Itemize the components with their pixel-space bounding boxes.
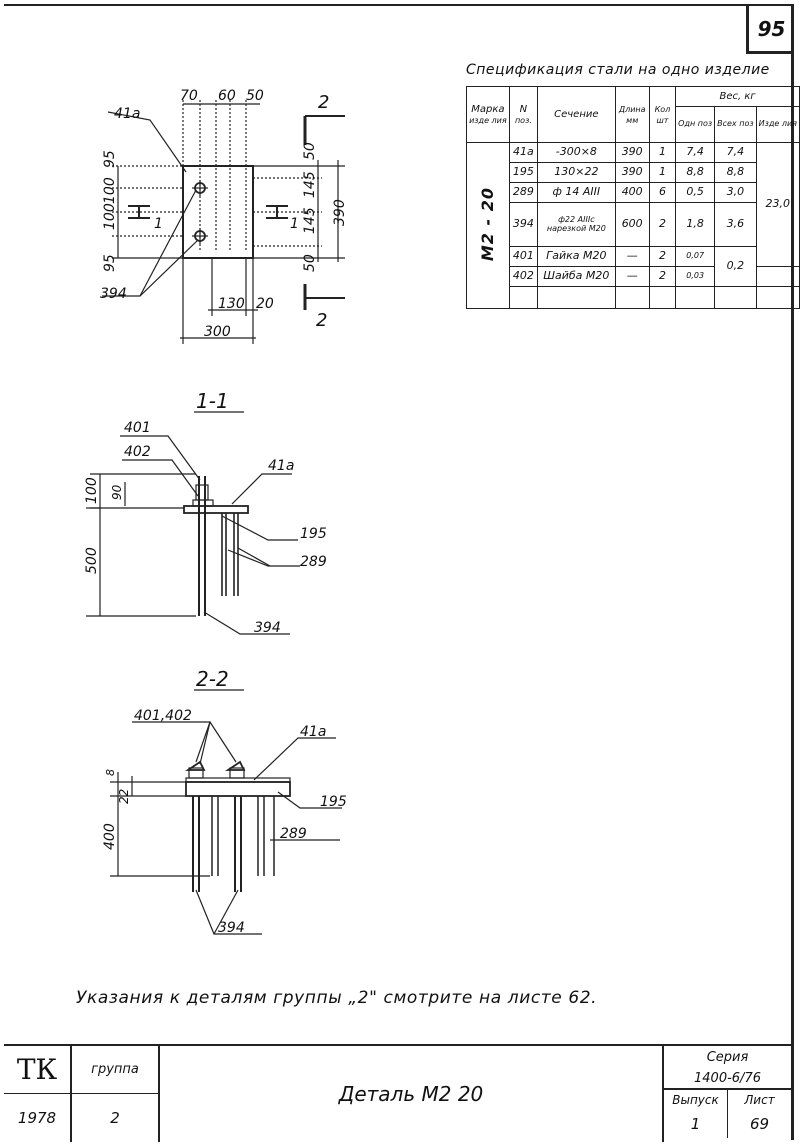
section-1-label-41a: 41а <box>268 458 294 474</box>
row-length: 390 <box>614 142 650 163</box>
row-pos: 41а <box>508 142 539 163</box>
row-qty: 1 <box>648 162 677 183</box>
section-mark-bottom: 2 <box>316 310 327 331</box>
row-weight-all: 3,6 <box>714 202 757 247</box>
nut <box>195 484 209 501</box>
dim-right-total: 390 <box>332 199 348 226</box>
section-2-dim-400: 400 <box>102 823 118 850</box>
logo: ТК <box>4 1046 72 1094</box>
dim-bottom-1: 130 <box>218 296 245 312</box>
dim-left-3: 100 <box>102 203 118 230</box>
spec-title: Спецификация стали на одно изделие <box>466 62 770 78</box>
row-length: 400 <box>614 182 650 203</box>
row-qty: 2 <box>648 202 677 247</box>
plate-195 <box>185 781 291 797</box>
dim-left-2: 100 <box>102 177 118 204</box>
item-weight: 23,0 <box>755 142 800 267</box>
section-2-dim-22: 22 <box>117 789 131 804</box>
section-1-dim-90: 90 <box>110 484 124 500</box>
dim-right-4: 50 <box>302 254 318 272</box>
section-tag-right: 1 <box>290 216 299 232</box>
label-pos-41a: 41а <box>114 106 140 122</box>
section-2-dim-8: 8 <box>104 769 117 776</box>
section-2-label-401-402: 401,402 <box>134 708 192 724</box>
section-2-label-394: 394 <box>218 920 245 936</box>
section-2-title: 2-2 <box>196 667 229 691</box>
section-1-dim-500: 500 <box>84 547 100 574</box>
dim-right-3: 145 <box>302 207 318 234</box>
drawing-title: Деталь М2 20 <box>160 1046 664 1142</box>
row-length: 600 <box>614 202 650 247</box>
section-2-label-41a: 41а <box>300 724 326 740</box>
row-pos: 394 <box>508 202 539 247</box>
dim-top-3: 50 <box>246 88 264 104</box>
section-2-view <box>110 689 342 935</box>
row-section: Шайба М20 <box>537 266 616 287</box>
title-block: ТК группа 1978 2 Деталь М2 20 Серия 1400… <box>4 1044 794 1142</box>
header-weight-one: Одн поз <box>675 106 716 143</box>
row-weight-one: 1,8 <box>675 202 716 247</box>
section-1-label-289: 289 <box>300 554 327 570</box>
row-weight-all: 7,4 <box>714 142 757 163</box>
note-text: Указания к деталям группы „2" смотрите н… <box>76 988 598 1008</box>
sheet-label: Лист <box>744 1093 775 1107</box>
section-mark-top: 2 <box>318 92 329 113</box>
dim-top-1: 70 <box>180 88 198 104</box>
drawings: 41а 394 70 60 50 95 100 100 95 50 145 14… <box>84 88 348 936</box>
row-section: ф22 АIIIс нарезкой М20 <box>537 202 616 247</box>
dim-total-width: 300 <box>204 324 231 340</box>
drawing-frame <box>4 4 794 1140</box>
row-empty <box>648 286 677 309</box>
sheet-number: 95 <box>746 6 794 54</box>
section-2-label-195: 195 <box>320 794 347 810</box>
dim-left-4: 95 <box>102 254 118 272</box>
section-1-dim-100: 100 <box>84 477 100 504</box>
section-tag-left: 1 <box>154 216 163 232</box>
dim-right-1: 50 <box>302 142 318 160</box>
section-1-label-401: 401 <box>124 420 151 436</box>
sheet-value: 69 <box>749 1115 770 1133</box>
section-1-label-402: 402 <box>124 444 151 460</box>
row-weight-all: 8,8 <box>714 162 757 183</box>
row-empty <box>755 286 800 309</box>
row-section: -300×8 <box>537 142 616 163</box>
section-1-title: 1-1 <box>196 389 229 413</box>
dim-top-2: 60 <box>218 88 236 104</box>
issue-label: Выпуск <box>664 1090 728 1110</box>
row-empty <box>714 286 757 309</box>
section-1-label-394: 394 <box>254 620 281 636</box>
plate-41a <box>183 505 249 514</box>
group-value: 2 <box>72 1094 160 1142</box>
series-value: 1400-6/76 <box>664 1068 791 1090</box>
label-pos-394: 394 <box>100 286 127 302</box>
series-label: Серия <box>706 1049 749 1065</box>
header-weight-all: Всех поз <box>714 106 757 143</box>
dim-right-2: 145 <box>302 171 318 198</box>
section-2-label-289: 289 <box>280 826 307 842</box>
dim-bottom-2: 20 <box>256 296 274 312</box>
year: 1978 <box>4 1094 72 1142</box>
section-1-label-195: 195 <box>300 526 327 542</box>
row-empty <box>508 286 539 309</box>
section-1-view <box>86 411 300 635</box>
dim-left-1: 95 <box>102 150 118 168</box>
issue-value: 1 <box>664 1110 728 1138</box>
mark-cell: М2 - 20 <box>466 142 510 309</box>
group-label: группа <box>72 1046 160 1094</box>
header-weight-item: Изде лия <box>755 106 800 143</box>
plan-view <box>102 100 345 344</box>
